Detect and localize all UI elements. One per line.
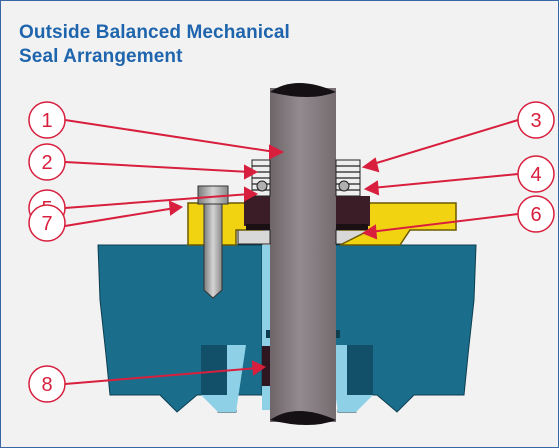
arrow-7 — [168, 200, 184, 216]
callout-6-label: 6 — [530, 204, 541, 226]
callout-2-label: 2 — [41, 152, 52, 174]
leader-8 — [64, 367, 259, 385]
callout-1: 1 — [28, 101, 66, 139]
shaft — [270, 88, 336, 422]
shaft-break-bottom — [270, 411, 336, 425]
leader-6 — [369, 213, 519, 233]
arrow-6 — [361, 224, 378, 240]
callout-3: 3 — [517, 101, 555, 139]
leader-7 — [64, 207, 176, 227]
callout-6: 6 — [517, 195, 555, 233]
arrow-3 — [361, 157, 380, 173]
arrow-8 — [251, 360, 267, 376]
seal-face-right — [336, 224, 368, 230]
title-line-1: Outside Balanced Mechanical — [19, 22, 290, 43]
leader-3 — [369, 119, 519, 166]
callout-4-label: 4 — [530, 164, 541, 186]
diagram-title: Outside Balanced Mechanical Seal Arrange… — [19, 21, 290, 69]
gland-bolt — [203, 203, 223, 299]
leader-2 — [64, 161, 251, 173]
callout-7-label: 7 — [41, 213, 52, 235]
shaft-break-top — [270, 83, 336, 97]
arrow-5 — [244, 186, 259, 202]
o-ring-left — [256, 180, 268, 192]
spring-right-coils — [336, 165, 360, 191]
leader-4 — [371, 173, 519, 189]
callout-4: 4 — [517, 155, 555, 193]
sleeve-washer-left — [237, 229, 271, 245]
shaft-notch-right — [336, 330, 340, 338]
callout-8-label: 8 — [41, 374, 52, 396]
arrow-2 — [244, 164, 259, 180]
callout-7: 7 — [28, 204, 66, 242]
callout-8: 8 — [28, 365, 66, 403]
seal-head-left — [244, 196, 270, 226]
seal-head-right — [336, 196, 370, 226]
shaft-notch-left — [266, 330, 270, 338]
gland-bolt-head — [197, 185, 229, 205]
callout-3-label: 3 — [530, 110, 541, 132]
o-ring-right — [338, 180, 350, 192]
cavity-right-dark — [347, 345, 373, 395]
callout-leaders — [64, 119, 519, 385]
title-line-2: Seal Arrangement — [19, 46, 183, 67]
arrow-4 — [363, 180, 380, 196]
arrow-1 — [269, 144, 285, 160]
callouts: 1 2 3 4 5 6 7 8 — [28, 101, 555, 403]
spring-left-coils — [252, 165, 270, 191]
callout-2: 2 — [28, 143, 66, 181]
seal-face-left — [246, 224, 270, 230]
leader-1 — [64, 119, 276, 153]
callout-1-label: 1 — [41, 110, 52, 132]
bore-left — [262, 245, 272, 410]
leader-5 — [64, 193, 251, 209]
